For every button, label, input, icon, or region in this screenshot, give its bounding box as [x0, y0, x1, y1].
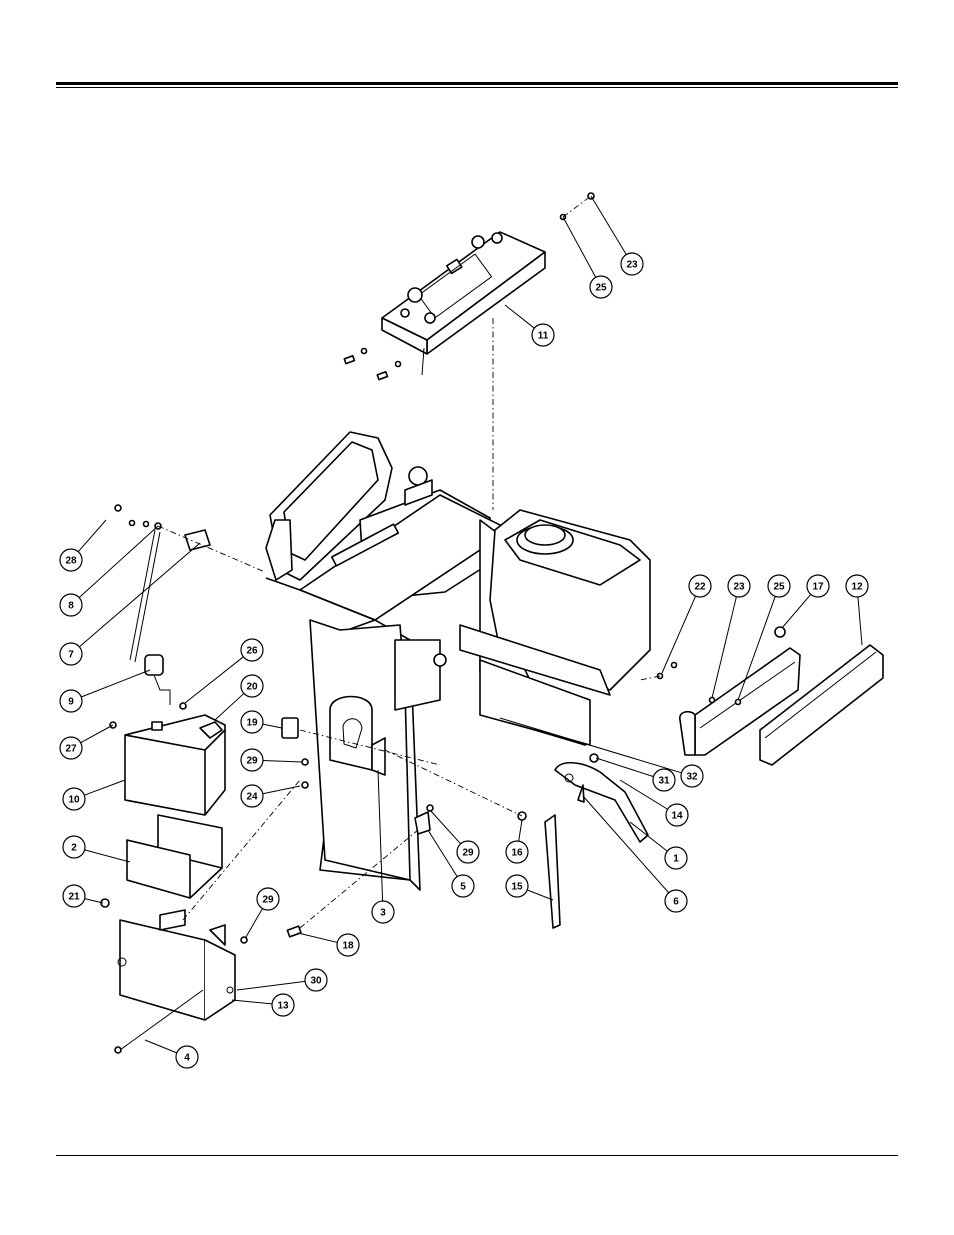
callout-number: 29: [462, 848, 474, 859]
callout-2: 2: [63, 836, 130, 862]
callout-number: 20: [246, 682, 258, 693]
callout-leader: [527, 890, 553, 900]
callout-number: 8: [68, 601, 74, 612]
footer-rule: [56, 1155, 898, 1156]
callout-leader: [782, 594, 811, 628]
callout-9: 9: [60, 670, 150, 712]
callout-number: 12: [851, 582, 863, 593]
callout-number: 19: [246, 718, 258, 729]
callout-11: 11: [505, 305, 554, 346]
callout-leader: [263, 786, 300, 794]
callout-18: 18: [298, 933, 359, 956]
callout-number: 22: [694, 582, 706, 593]
callout-29: 29: [241, 749, 302, 771]
callout-number: 27: [65, 744, 77, 755]
callout-27: 27: [60, 725, 113, 759]
callout-number: 23: [733, 582, 745, 593]
callout-leader: [263, 760, 302, 762]
callout-leader: [430, 810, 461, 844]
callout-number: 26: [246, 646, 258, 657]
callout-leader: [662, 596, 696, 673]
callout-number: 11: [538, 331, 549, 342]
callout-24: 24: [241, 785, 300, 807]
battery-cover-part: [118, 910, 235, 1020]
callout-number: 2: [71, 843, 77, 854]
callout-number: 23: [626, 260, 638, 271]
callout-leader: [596, 758, 654, 777]
callout-number: 25: [595, 283, 607, 294]
callout-12: 12: [846, 575, 868, 645]
callout-number: 10: [68, 795, 80, 806]
callout-leader: [78, 520, 106, 552]
callout-number: 24: [246, 792, 258, 803]
callout-29: 29: [430, 810, 479, 863]
callout-leader: [85, 850, 130, 862]
battery-tray-part: [127, 815, 222, 898]
callout-leader: [81, 725, 113, 743]
callout-number: 3: [380, 908, 386, 919]
callout-number: 4: [184, 1053, 190, 1064]
callout-28: 28: [60, 520, 106, 571]
callout-leader: [519, 820, 522, 841]
callout-number: 25: [773, 582, 785, 593]
callout-21: 21: [63, 885, 103, 907]
callout-leader: [563, 217, 596, 277]
callout-number: 6: [673, 897, 679, 908]
relay-part: [282, 718, 298, 738]
callout-4: 4: [145, 1040, 198, 1068]
control-cable-part: [115, 505, 210, 662]
callout-leader: [298, 933, 337, 942]
callout-leader: [428, 830, 457, 877]
callout-leader: [712, 597, 736, 698]
callout-number: 17: [812, 582, 824, 593]
callout-leader: [630, 822, 667, 851]
callout-number: 29: [262, 895, 274, 906]
callout-leader: [232, 1000, 272, 1004]
callout-leader: [84, 780, 125, 795]
callout-number: 13: [277, 1001, 289, 1012]
callout-8: 8: [60, 526, 158, 616]
callout-1: 1: [630, 822, 687, 869]
callout-leader: [858, 597, 862, 645]
battery-part: [125, 715, 225, 815]
callout-16: 16: [506, 820, 528, 863]
callout-number: 18: [342, 941, 354, 952]
callout-number: 30: [310, 976, 322, 987]
callout-leader: [591, 196, 626, 255]
callout-number: 31: [658, 776, 670, 787]
callout-10: 10: [63, 780, 125, 810]
control-panel-part: [344, 193, 594, 380]
callout-15: 15: [506, 875, 553, 900]
callout-leader: [185, 657, 243, 703]
callout-leader: [246, 909, 262, 937]
solenoid-part: [145, 655, 170, 705]
callout-leader: [81, 670, 150, 697]
callout-leader: [85, 899, 103, 903]
callout-number: 29: [246, 756, 258, 767]
callout-22: 22: [662, 575, 711, 673]
callout-30: 30: [237, 969, 327, 991]
callout-leader: [505, 305, 534, 328]
callout-number: 21: [68, 892, 80, 903]
callout-leader: [215, 693, 244, 720]
callout-19: 19: [241, 711, 282, 733]
callout-number: 1: [673, 854, 679, 865]
callout-25: 25: [563, 217, 612, 298]
callout-number: 14: [671, 811, 683, 822]
callout-number: 15: [511, 882, 523, 893]
callout-23: 23: [591, 196, 643, 275]
callout-leader: [145, 1040, 177, 1053]
callout-leader: [79, 543, 200, 647]
callout-leader: [263, 724, 282, 728]
callout-number: 32: [686, 772, 698, 783]
callout-13: 13: [232, 994, 294, 1016]
callout-number: 5: [460, 882, 466, 893]
callout-leader: [237, 981, 305, 990]
callout-number: 7: [68, 650, 74, 661]
callout-29: 29: [246, 888, 279, 937]
callout-number: 28: [65, 556, 77, 567]
callout-number: 9: [68, 697, 74, 708]
callout-number: 16: [511, 848, 523, 859]
